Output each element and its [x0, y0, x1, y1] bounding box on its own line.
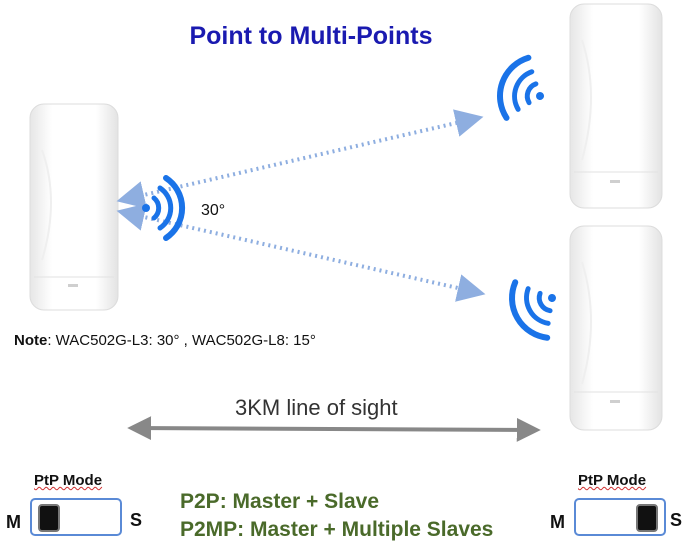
note-body: : WAC502G-L3: 30° , WAC502G-L8: 15°	[47, 332, 316, 349]
distance-label: 3KM line of sight	[235, 395, 398, 420]
switch-right-s-letter: S	[670, 510, 683, 530]
p2p-mode-text: P2P: Master + Slave	[180, 490, 380, 513]
ptp-mode-switch-left[interactable]	[30, 498, 122, 536]
switch-right-m-letter: M	[550, 512, 565, 532]
diagram-title: Point to Multi-Points	[189, 22, 433, 50]
note-label: Note	[14, 332, 48, 349]
wifi-signal-icon	[497, 54, 544, 121]
wifi-signal-icon	[509, 279, 556, 341]
link-line-bottom	[116, 203, 486, 302]
cpe-device-master	[29, 103, 119, 311]
note-text: Note: WAC502G-L3: 30° , WAC502G-L8: 15°	[14, 332, 316, 349]
p2mp-mode-text: P2MP: Master + Multiple Slaves	[180, 518, 494, 541]
ptp-mode-label-left: PtP Mode	[34, 472, 103, 489]
switch-knob[interactable]	[38, 504, 60, 532]
switch-left-s-letter: S	[130, 510, 143, 530]
switch-left-m-letter: M	[6, 512, 21, 532]
switch-knob[interactable]	[636, 504, 658, 532]
angle-label: 30°	[201, 202, 226, 219]
ptp-mode-label-right: PtP Mode	[578, 472, 647, 489]
cpe-device-slave-top	[569, 3, 663, 209]
ptp-mode-switch-right[interactable]	[574, 498, 666, 536]
wifi-signal-icon	[142, 175, 186, 241]
cpe-device-slave-bottom	[569, 225, 663, 431]
link-line-top	[116, 109, 484, 209]
distance-arrow	[127, 416, 541, 442]
